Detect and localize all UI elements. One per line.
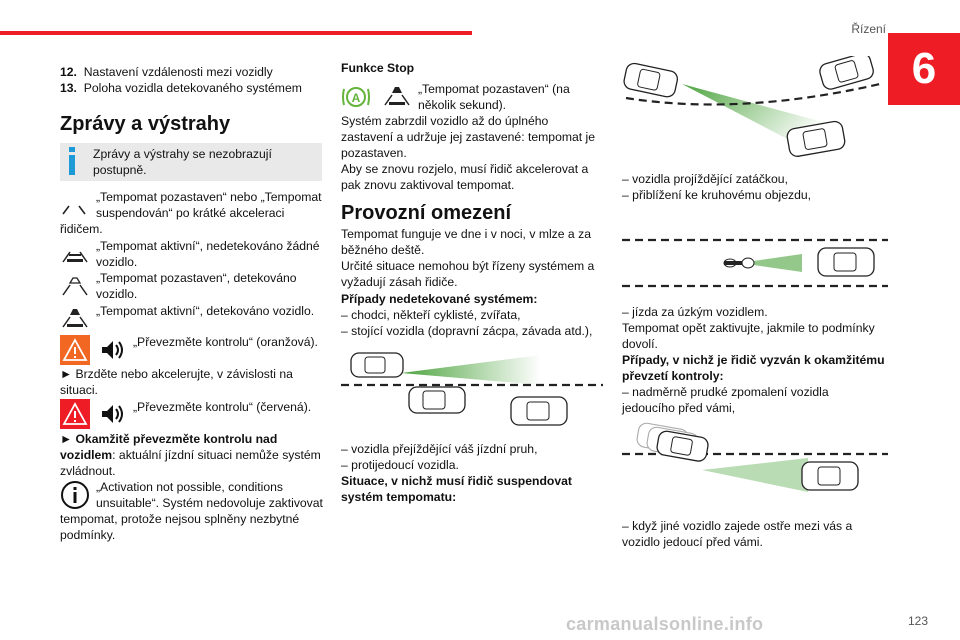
instruction-text: vozidlem: aktuální jízdní situaci nemůže… xyxy=(60,448,321,462)
vehicle-detected-active-icon xyxy=(384,87,410,106)
message-text: „Tempomat pozastaven“ nebo „Tempomat xyxy=(96,190,322,204)
paragraph-line: Tempomat funguje ve dne i v noci, v mlze… xyxy=(341,227,591,241)
instruction-text: ► Brzděte nebo akcelerujte, v závislosti… xyxy=(60,367,293,381)
message-text: „Tempomat pozastaven“, detekováno xyxy=(96,271,297,285)
note-box xyxy=(60,143,322,181)
info-icon xyxy=(61,481,89,509)
warning-orange-icon xyxy=(60,335,90,365)
header-accent-bar xyxy=(0,31,472,35)
section-title: Řízení xyxy=(851,22,886,36)
paragraph-line: běžného deště. xyxy=(341,243,425,257)
list-item: vozidlo jedoucí před vámi. xyxy=(622,535,763,549)
svg-text:A: A xyxy=(352,91,361,105)
message-text: „Activation not possible, conditions xyxy=(96,480,283,494)
paragraph-line: Určité situace nemohou být řízeny systém… xyxy=(341,259,595,273)
message-text: „Tempomat aktivní“, detekováno vozidlo. xyxy=(96,304,315,318)
paragraph-line: pak znovu zaktivoval tempomat. xyxy=(341,178,515,192)
sound-icon xyxy=(102,341,123,359)
section-heading: Zprávy a výstrahy xyxy=(60,113,231,135)
message-text: podmínky. xyxy=(60,528,116,542)
list-item: – nadměrně prudké zpomalení vozidla xyxy=(622,385,829,399)
sound-icon xyxy=(102,405,123,423)
message-text: vozidlo. xyxy=(96,255,138,269)
note-text: postupně. xyxy=(93,163,147,177)
list-item: – protijedoucí vozidla. xyxy=(341,458,459,472)
message-text: unsuitable“. Systém nedovoluje zaktivova… xyxy=(96,496,323,510)
paragraph-line: zastavení a udržuje jej zastavené: tempo… xyxy=(341,130,596,144)
subheading: Funkce Stop xyxy=(341,61,415,75)
paragraph-line: Tempomat opět zaktivujte, jakmile to pod… xyxy=(622,321,875,335)
list-item: jedoucího před vámi, xyxy=(622,401,736,415)
cut-in-illustration xyxy=(622,422,888,492)
message-text: „Převezměte kontrolu“ (červená). xyxy=(133,400,312,414)
page-number: 123 xyxy=(907,614,928,628)
chapter-number-tab: 6 xyxy=(888,33,960,105)
vehicle-detected-paused-icon xyxy=(62,277,88,296)
list-item: – vozidla přejíždějící váš jízdní pruh, xyxy=(341,442,538,456)
warning-red-icon xyxy=(60,399,90,429)
paragraph-line: dovolí. xyxy=(622,337,658,351)
subheading: Případy, v nichž je řidič vyzván k okamž… xyxy=(622,353,885,367)
instruction-text: situaci. xyxy=(60,383,98,397)
info-note-icon xyxy=(69,147,75,175)
subheading: Situace, v nichž musí řidič suspendovat xyxy=(341,474,572,488)
section-heading: Provozní omezení xyxy=(341,202,512,224)
message-text: vozidlo. xyxy=(96,287,138,301)
list-item: – přiblížení ke kruhovému objezdu, xyxy=(622,188,812,202)
crossing-vehicles-illustration xyxy=(341,352,603,426)
message-text: suspendován“ po krátké akceleraci xyxy=(96,206,285,220)
paragraph-line: Aby se znovu rozjelo, musí řidič akceler… xyxy=(341,162,589,176)
message-text: tempomat, protože nejsou splněny nezbytn… xyxy=(60,512,300,526)
subheading: Případy nedetekované systémem: xyxy=(341,292,538,306)
curve-illustration xyxy=(623,56,881,157)
list-item: – když jiné vozidlo zajede ostře mezi vá… xyxy=(622,519,853,533)
list-item: – vozidla projíždějící zatáčkou, xyxy=(622,172,788,186)
narrow-vehicle-illustration xyxy=(622,238,888,288)
vehicle-detected-active-icon xyxy=(62,309,88,328)
list-item: – chodci, někteří cyklisté, zvířata, xyxy=(341,308,521,322)
cruise-active-icon xyxy=(62,251,88,263)
message-text: řidičem. xyxy=(60,222,103,236)
auto-hold-badge-icon: A xyxy=(342,87,370,107)
list-item: 12. Nastavení vzdálenosti mezi vozidly xyxy=(60,65,273,79)
message-text: několik sekund). xyxy=(418,98,507,112)
list-item: – jízda za úzkým vozidlem. xyxy=(622,305,768,319)
subheading: systém tempomatu: xyxy=(341,490,457,504)
message-text: „Převezměte kontrolu“ (oranžová). xyxy=(133,335,318,349)
paragraph-line: Systém zabrzdil vozidlo až do úplného xyxy=(341,114,549,128)
message-text: „Tempomat pozastaven“ (na xyxy=(418,82,570,96)
list-item: – stojící vozidla (dopravní zácpa, závad… xyxy=(341,324,593,338)
paragraph-line: pozastaven. xyxy=(341,146,407,160)
lane-lines-icon xyxy=(62,205,86,215)
watermark: carmanualsonline.info xyxy=(566,614,764,634)
subheading: převzetí kontroly: xyxy=(622,369,724,383)
paragraph-line: vyžadují zásah řidiče. xyxy=(341,275,458,289)
message-text: „Tempomat aktivní“, nedetekováno žádné xyxy=(96,239,320,253)
note-text: Zprávy a výstrahy se nezobrazují xyxy=(93,147,272,161)
instruction-text: zvládnout. xyxy=(60,464,116,478)
instruction-text: ► Okamžitě převezměte kontrolu nad xyxy=(60,432,278,446)
list-item: 13. Poloha vozidla detekovaného systémem xyxy=(60,81,302,95)
